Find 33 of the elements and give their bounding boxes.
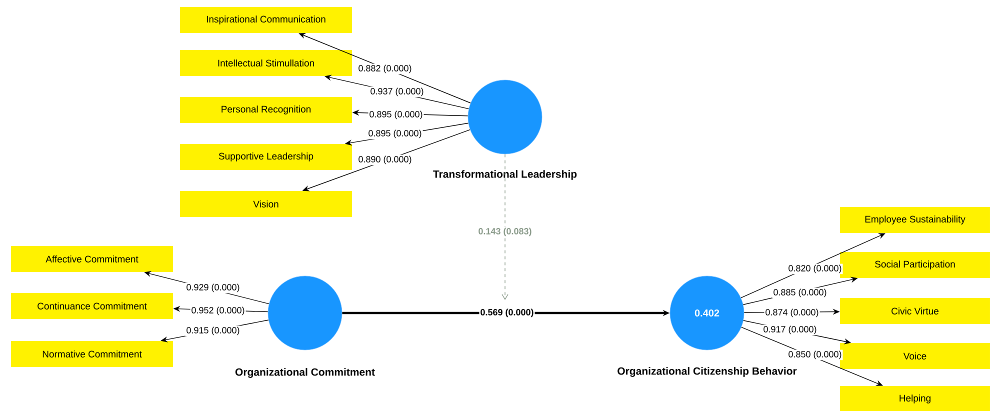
indicator-box: Inspirational Communication (180, 7, 352, 33)
indicator-box: Employee Sustainability (840, 206, 990, 233)
edge-label: 0.929 (0.000) (185, 282, 241, 294)
indicator-box: Civic Virtue (840, 298, 990, 324)
arrow (298, 33, 471, 104)
construct-heading: Organizational Commitment (235, 368, 375, 378)
arrow (502, 154, 508, 300)
edge-label: 0.885 (0.000) (772, 288, 828, 298)
edge-label: 0.917 (0.000) (762, 324, 818, 336)
edge-label: 0.820 (0.000) (787, 264, 843, 274)
edge-label: 0.143 (0.083) (477, 226, 533, 238)
indicator-box: Normative Commitment (11, 340, 173, 367)
edge-label: 0.895 (0.000) (367, 128, 423, 140)
edge-label: 0.890 (0.000) (357, 154, 413, 166)
edge-label: 0.915 (0.000) (185, 326, 241, 336)
indicator-box: Supportive Leadership (180, 144, 352, 170)
edge-label: 0.937 (0.000) (369, 86, 425, 98)
indicator-box: Social Participation (840, 252, 990, 278)
edge-label: 0.882 (0.000) (357, 64, 413, 74)
indicator-box: Intellectual Stimullation (180, 50, 352, 76)
indicator-box: Vision (180, 190, 352, 217)
construct-heading: Transformational Leadership (433, 170, 577, 180)
indicator-box: Voice (840, 342, 990, 369)
edge-label: 0.569 (0.000) (479, 308, 535, 318)
indicator-box: Continuance Commitment (11, 292, 173, 319)
edge-label: 0.895 (0.000) (368, 110, 424, 120)
construct-heading: Organizational Citizenship Behavior (618, 367, 797, 377)
edge-label: 0.952 (0.000) (190, 306, 246, 316)
edge-label: 0.874 (0.000) (764, 308, 820, 318)
indicator-box: Personal Recognition (180, 97, 352, 123)
indicator-box: Helping (840, 386, 990, 411)
edge-label: 0.850 (0.000) (787, 350, 843, 360)
indicator-box: Affective Commitment (11, 246, 173, 272)
